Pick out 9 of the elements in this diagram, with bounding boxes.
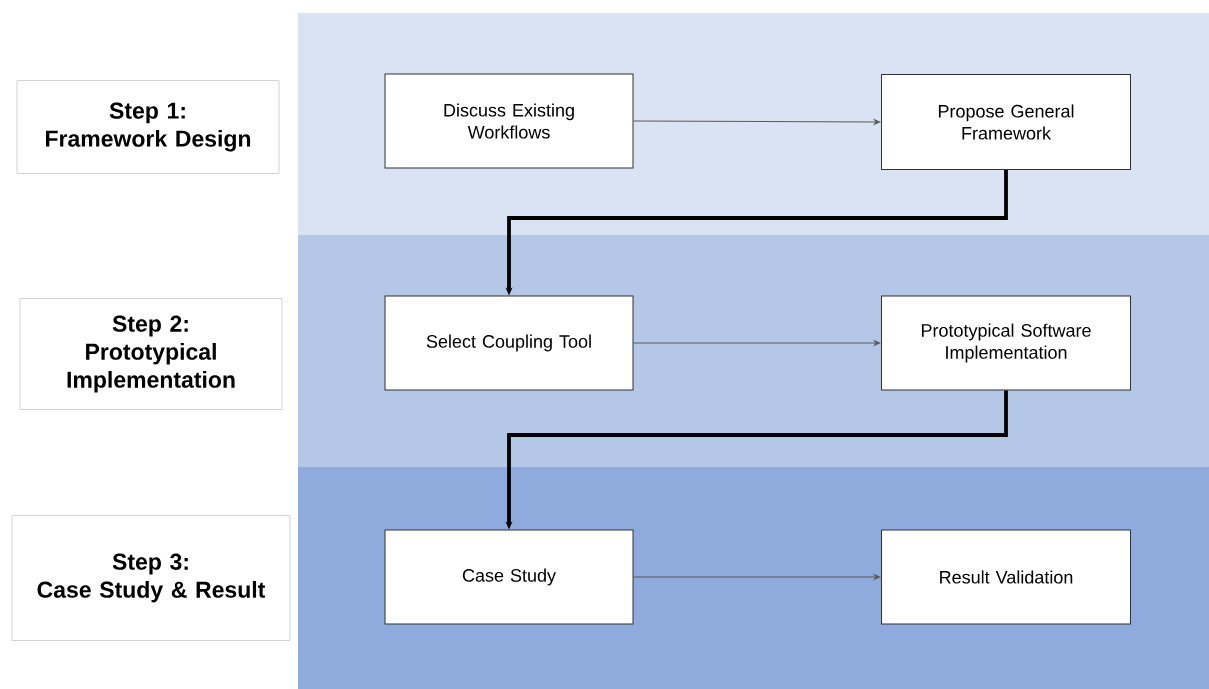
step-label-box: Step 2: Prototypical Implementation xyxy=(19,298,283,410)
process-box: Case Study xyxy=(384,529,634,625)
step-label-box: Step 3: Case Study & Result xyxy=(11,515,291,641)
process-box: Select Coupling Tool xyxy=(384,295,634,391)
step-label-box: Step 1: Framework Design xyxy=(16,80,280,174)
process-box: Prototypical Software Implementation xyxy=(881,295,1131,391)
process-box: Result Validation xyxy=(881,529,1131,625)
process-box: Discuss Existing Workflows xyxy=(384,73,634,169)
process-box: Propose General Framework xyxy=(881,74,1131,170)
